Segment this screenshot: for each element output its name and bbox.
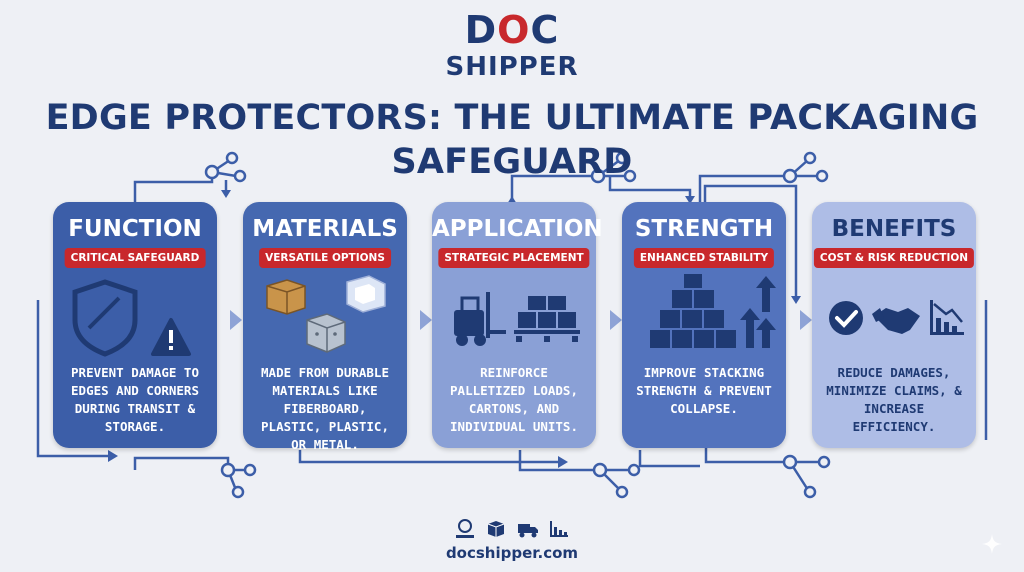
card-materials: MATERIALS VERSATILE OPTIONS MADE FROM DU… [243, 202, 407, 452]
flow-arrow [420, 310, 432, 330]
logo-letter-d: D [464, 8, 498, 52]
card-function: FUNCTION CRITICAL SAFEGUARD PREVENT DAMA… [53, 202, 217, 448]
card-badge: VERSATILE OPTIONS [259, 248, 391, 268]
pallet-boxes-icon [514, 296, 580, 342]
shield-icon [72, 279, 138, 357]
footer-url[interactable]: docshipper.com [445, 544, 579, 562]
truck-icon [517, 519, 539, 539]
package-icon [485, 519, 507, 539]
forklift-icon [454, 292, 506, 346]
card-badge: STRATEGIC PLACEMENT [438, 248, 590, 268]
logo-doc: DOC [0, 8, 1024, 52]
declining-chart-icon [930, 300, 964, 335]
card-title: MATERIALS [252, 216, 398, 242]
card-title: FUNCTION [68, 216, 202, 242]
card-strength: STRENGTH ENHANCED STABILITY IMPROVE STAC… [622, 202, 786, 448]
card-badge: CRITICAL SAFEGUARD [64, 248, 206, 268]
flow-arrow [800, 310, 812, 330]
card-title: BENEFITS [831, 216, 957, 242]
card-description: IMPROVE STACKING STRENGTH & PREVENT COLL… [636, 365, 772, 416]
metal-corner-icon [306, 313, 346, 353]
sparkle-icon [982, 534, 1002, 554]
warning-icon [151, 318, 191, 356]
plastic-corner-icon [346, 275, 386, 313]
card-materials-icons [266, 275, 386, 353]
card-description: REINFORCE PALLETIZED LOADS, CARTONS, AND… [450, 365, 578, 434]
card-strength-icons [650, 274, 776, 348]
card-description: PREVENT DAMAGE TO EDGES AND CORNERS DURI… [71, 365, 199, 434]
card-application-icons [454, 292, 580, 346]
card-title: APPLICATION [432, 216, 603, 242]
handshake-icon [872, 308, 920, 334]
globe-hand-icon [454, 518, 476, 539]
card-function-icons [72, 279, 191, 357]
card-badge: ENHANCED STABILITY [633, 248, 775, 268]
flow-arrow [230, 310, 242, 330]
logo-shipper: SHIPPER [445, 52, 579, 82]
card-title: STRENGTH [634, 216, 774, 242]
cardboard-box-icon [266, 279, 306, 315]
card-application: APPLICATION STRATEGIC PLACEMENT REINFORC… [432, 202, 603, 448]
card-badge: COST & RISK REDUCTION [813, 248, 975, 268]
checkmark-icon [829, 301, 863, 335]
flow-arrow [610, 310, 622, 330]
card-description: REDUCE DAMAGES, MINIMIZE CLAIMS, & INCRE… [826, 365, 962, 434]
card-description: MADE FROM DURABLE MATERIALS LIKE FIBERBO… [261, 365, 389, 452]
card-benefits-icons [829, 300, 964, 335]
up-arrows-icon [740, 276, 776, 348]
logo-globe-o: O [497, 8, 531, 52]
page-title: EDGE PROTECTORS: THE ULTIMATE PACKAGING … [45, 98, 979, 182]
logo-letter-c: C [530, 8, 560, 52]
chart-icon [548, 519, 570, 539]
stacked-boxes-icon [650, 274, 736, 348]
footer-icons [0, 518, 1024, 539]
card-benefits: BENEFITS COST & RISK REDUCTION REDUCE DA… [812, 202, 976, 448]
